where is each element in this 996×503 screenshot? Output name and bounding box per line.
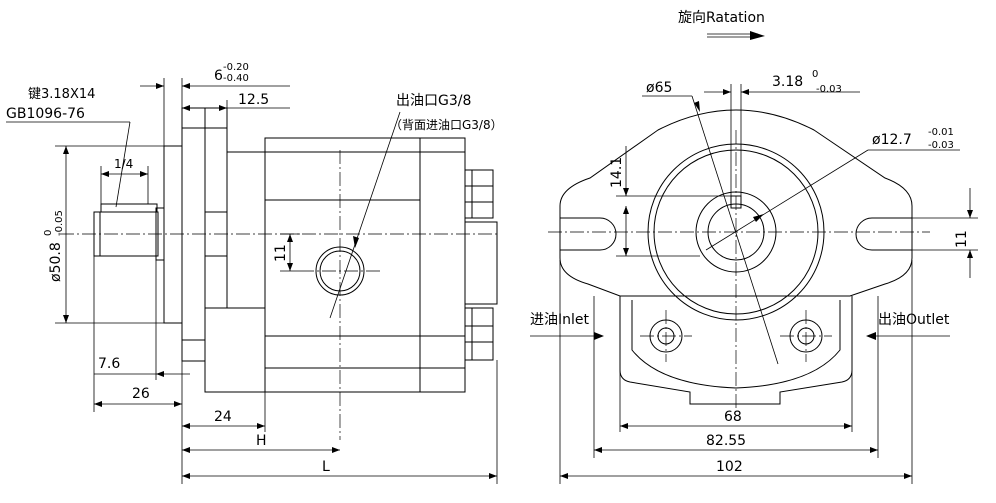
- front-cover: [204, 107, 228, 309]
- dim-7-6: 7.6: [98, 356, 120, 372]
- dim-3-18: 3.18: [772, 74, 803, 90]
- dim-14-1: 14.1: [609, 157, 625, 188]
- dim-6: 6: [214, 68, 223, 84]
- outlet-label: 出油Outlet: [878, 312, 950, 328]
- dim-12-7: ø12.7: [872, 132, 912, 148]
- key-spec: 键3.18X14: [28, 87, 95, 102]
- front-view: ø65 3.18 0 -0.03 14.1 ø12.7 -0.01 -0.03: [530, 69, 978, 484]
- outlet-port-label: 出油口G3/8: [396, 93, 471, 109]
- flange-outline: [559, 109, 913, 297]
- lower-body: [619, 296, 853, 405]
- svg-text:-0.20: -0.20: [223, 62, 249, 73]
- dim-102: 102: [716, 459, 743, 475]
- dim-H: H: [256, 433, 267, 449]
- rear-fitting-bottom: [464, 307, 494, 361]
- dim-12-5: 12.5: [238, 92, 269, 108]
- svg-text:-0.03: -0.03: [816, 84, 842, 95]
- dim-68: 68: [724, 409, 742, 425]
- key-standard: GB1096-76: [6, 106, 85, 122]
- back-inlet-label: （背面进油口G3/8）: [390, 118, 503, 132]
- svg-text:-0.40: -0.40: [223, 73, 249, 84]
- side-view: 键3.18X14 GB1096-76: [6, 62, 503, 484]
- pump-body: [264, 137, 466, 393]
- rotation-indicator: 旋向Ratation: [678, 10, 765, 40]
- mount-flange: [163, 145, 183, 324]
- right-slot: [855, 217, 912, 251]
- rotation-label: 旋向Ratation: [678, 10, 765, 26]
- shaft-key: [100, 203, 158, 213]
- dim-82-55: 82.55: [706, 433, 746, 449]
- svg-text:-0.01: -0.01: [928, 127, 954, 138]
- svg-text:-0.03: -0.03: [928, 140, 954, 151]
- dim-11-right: 11: [954, 230, 970, 248]
- dim-11-left: 11: [273, 244, 289, 262]
- left-slot: [560, 217, 617, 251]
- dim-26: 26: [132, 386, 150, 402]
- rear-fitting-top: [464, 169, 494, 219]
- dim-24: 24: [214, 409, 232, 425]
- dim-65: ø65: [646, 80, 672, 96]
- svg-text:0: 0: [812, 69, 818, 80]
- svg-text:-0.05: -0.05: [54, 210, 65, 236]
- dim-shaft-diameter: ø50.8: [48, 242, 64, 282]
- svg-text:0: 0: [43, 230, 54, 236]
- dim-L: L: [322, 459, 330, 475]
- dim-1-4: 1/4: [114, 157, 133, 171]
